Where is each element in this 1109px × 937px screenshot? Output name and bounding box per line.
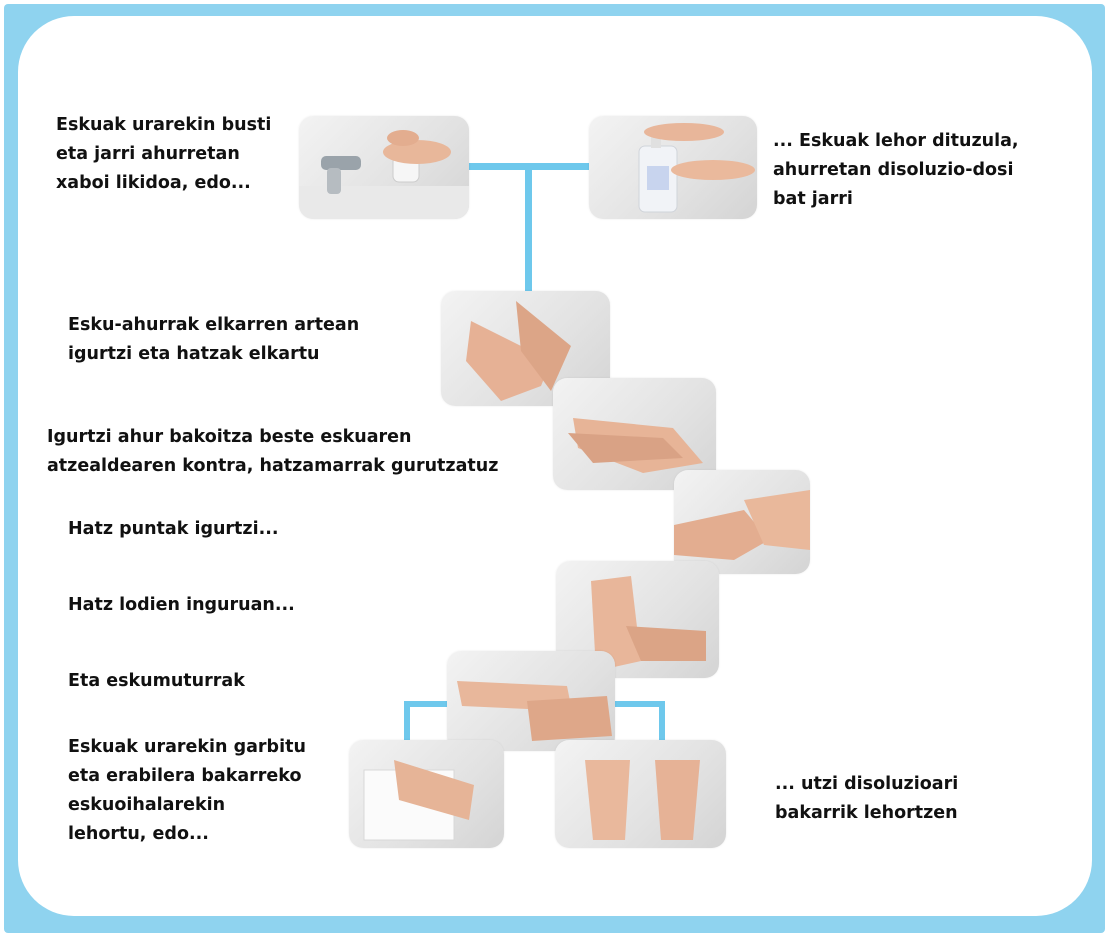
step3-label: Igurtzi ahur bakoitza beste eskuaren atz…	[47, 423, 498, 481]
step1-label: Eskuak urarekin busti eta jarri ahurreta…	[56, 111, 271, 198]
connector-top-vertical	[525, 163, 532, 293]
step1-alt-label: ... Eskuak lehor dituzula, ahurretan dis…	[773, 127, 1019, 214]
paper-towel-photo	[349, 740, 504, 848]
step6-label: Eta eskumuturrak	[68, 667, 245, 696]
soap-dispenser-photo	[299, 116, 469, 219]
sanitizer-bottle-photo	[589, 116, 757, 219]
wrists-photo	[447, 651, 615, 751]
step7-alt-label: ... utzi disoluzioari bakarrik lehortzen	[775, 770, 958, 828]
connector-bottom-left-horizontal	[404, 701, 450, 707]
connector-bottom-left-vertical	[404, 701, 410, 745]
connector-bottom-right-vertical	[659, 701, 665, 745]
step2-label: Esku-ahurrak elkarren artean igurtzi eta…	[68, 311, 359, 369]
air-dry-photo	[555, 740, 726, 848]
connector-bottom-right-horizontal	[615, 701, 665, 707]
step7-label: Eskuak urarekin garbitu eta erabilera ba…	[68, 733, 306, 849]
step5-label: Hatz lodien inguruan...	[68, 591, 295, 620]
fingertips-photo	[674, 470, 810, 574]
step4-label: Hatz puntak igurtzi...	[68, 515, 279, 544]
